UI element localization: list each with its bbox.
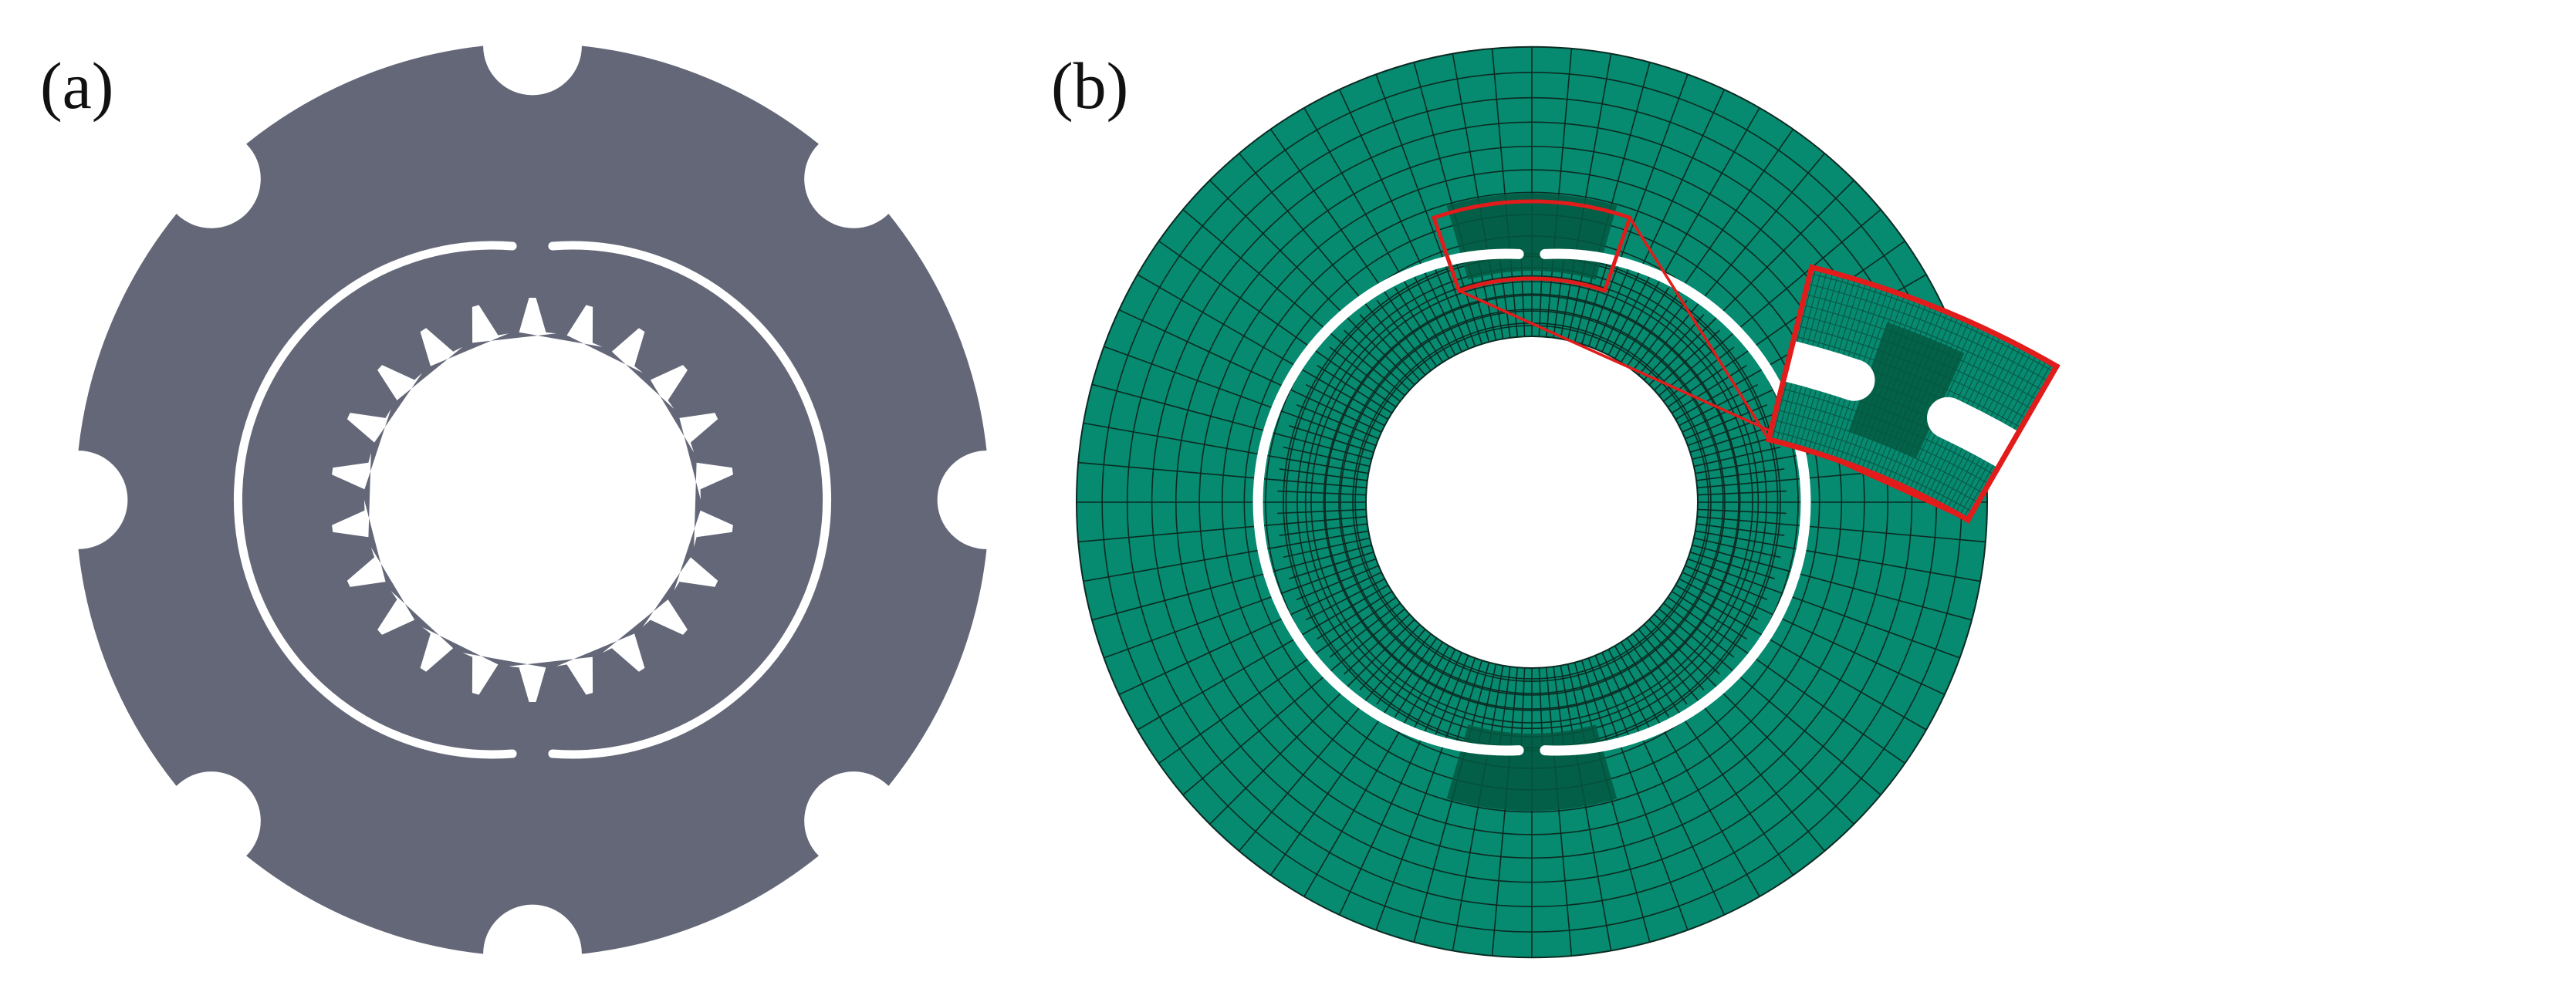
zoom-slot-upper	[1768, 333, 1875, 401]
mesh-grid-lines	[1077, 47, 1987, 957]
notched-splined-disc	[78, 46, 987, 954]
panel-a-label: (a)	[40, 49, 113, 123]
connector-lower	[1458, 289, 1969, 521]
panel-b: (b)	[1051, 46, 2060, 958]
panel-a: (a)	[40, 46, 987, 954]
connector-upper	[1628, 217, 1770, 440]
mesh-slot-left	[1253, 248, 1524, 756]
disc-arc-slots	[233, 241, 832, 759]
disc-slot-right	[548, 241, 832, 759]
panel-b-label: (b)	[1051, 49, 1128, 123]
mesh-radial-lines	[1077, 47, 1987, 957]
zoom-connector-lines	[1458, 217, 1969, 521]
zoom-detail-frame	[1765, 264, 2060, 524]
zoom-refined-region	[1848, 322, 1965, 459]
mesh-refined-bottom	[1446, 724, 1618, 812]
disc-slot-left	[233, 241, 517, 759]
